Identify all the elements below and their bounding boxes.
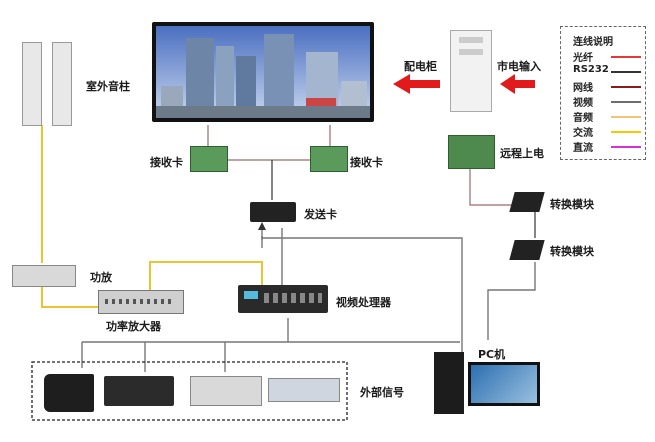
speaker-label: 室外音柱	[86, 80, 130, 93]
outdoor-speaker-right	[52, 42, 72, 126]
wiring-legend: 连线说明 光纤 RS232 网线 视频 音频 交流 直流	[560, 26, 646, 160]
power-arrow-mains	[500, 74, 535, 94]
dvd-recorder	[104, 376, 174, 406]
legend-item-network: 网线	[573, 83, 593, 94]
legend-line-rs232	[611, 71, 641, 73]
legend-item-audio: 音频	[573, 113, 593, 124]
outdoor-speaker-left	[22, 42, 42, 126]
legend-title: 连线说明	[573, 37, 613, 48]
recv-left-label: 接收卡	[150, 156, 183, 169]
legend-line-video	[611, 101, 641, 103]
video-line-pc-up	[261, 226, 463, 358]
power-amp-label: 功率放大器	[106, 320, 161, 333]
converter2-label: 转换模块	[550, 245, 594, 258]
legend-line-audio	[611, 116, 641, 118]
sending-card	[250, 202, 296, 222]
receiving-card-left	[190, 146, 228, 172]
legend-item-rs232: RS232	[573, 64, 609, 75]
media-player	[190, 376, 262, 406]
camera	[44, 374, 94, 412]
city-skyline-image	[156, 26, 370, 118]
converter-module-2	[509, 240, 545, 260]
set-top-box	[268, 378, 340, 402]
recv-right-label: 接收卡	[350, 156, 383, 169]
amp-label: 功放	[90, 271, 112, 284]
legend-item-dc: 直流	[573, 143, 593, 154]
amplifier	[12, 265, 76, 287]
remote-power-board	[448, 135, 495, 169]
audio-line-amp	[41, 285, 98, 308]
receiving-card-right	[310, 146, 348, 172]
legend-item-video: 视频	[573, 98, 593, 109]
power-arrow-cabinet	[393, 74, 440, 94]
converter1-label: 转换模块	[550, 198, 594, 211]
pc-monitor	[468, 362, 540, 406]
remote-label: 远程上电	[500, 147, 544, 160]
legend-line-network	[611, 86, 641, 88]
legend-item-ac: 交流	[573, 128, 593, 139]
legend-item-fiber: 光纤	[573, 53, 593, 64]
arrow-sender-in	[258, 222, 266, 230]
pc-tower	[434, 352, 464, 414]
video-processor	[238, 285, 328, 313]
video-proc-label: 视频处理器	[336, 296, 391, 309]
led-screen	[152, 22, 374, 122]
external-label: 外部信号	[360, 386, 404, 399]
video-line-pc-conv	[487, 262, 536, 340]
cabinet-label: 配电柜	[404, 60, 437, 73]
legend-line-dc	[611, 146, 641, 148]
external-signal-box	[31, 361, 348, 421]
sender-label: 发送卡	[304, 208, 337, 221]
power-amplifier	[98, 290, 184, 314]
mains-label: 市电输入	[497, 60, 541, 73]
legend-line-fiber	[611, 56, 641, 58]
converter-module-1	[509, 192, 545, 212]
audio-line-processor	[149, 261, 263, 290]
legend-line-ac	[611, 131, 641, 133]
pc-label: PC机	[478, 348, 506, 361]
distribution-cabinet	[450, 30, 492, 112]
